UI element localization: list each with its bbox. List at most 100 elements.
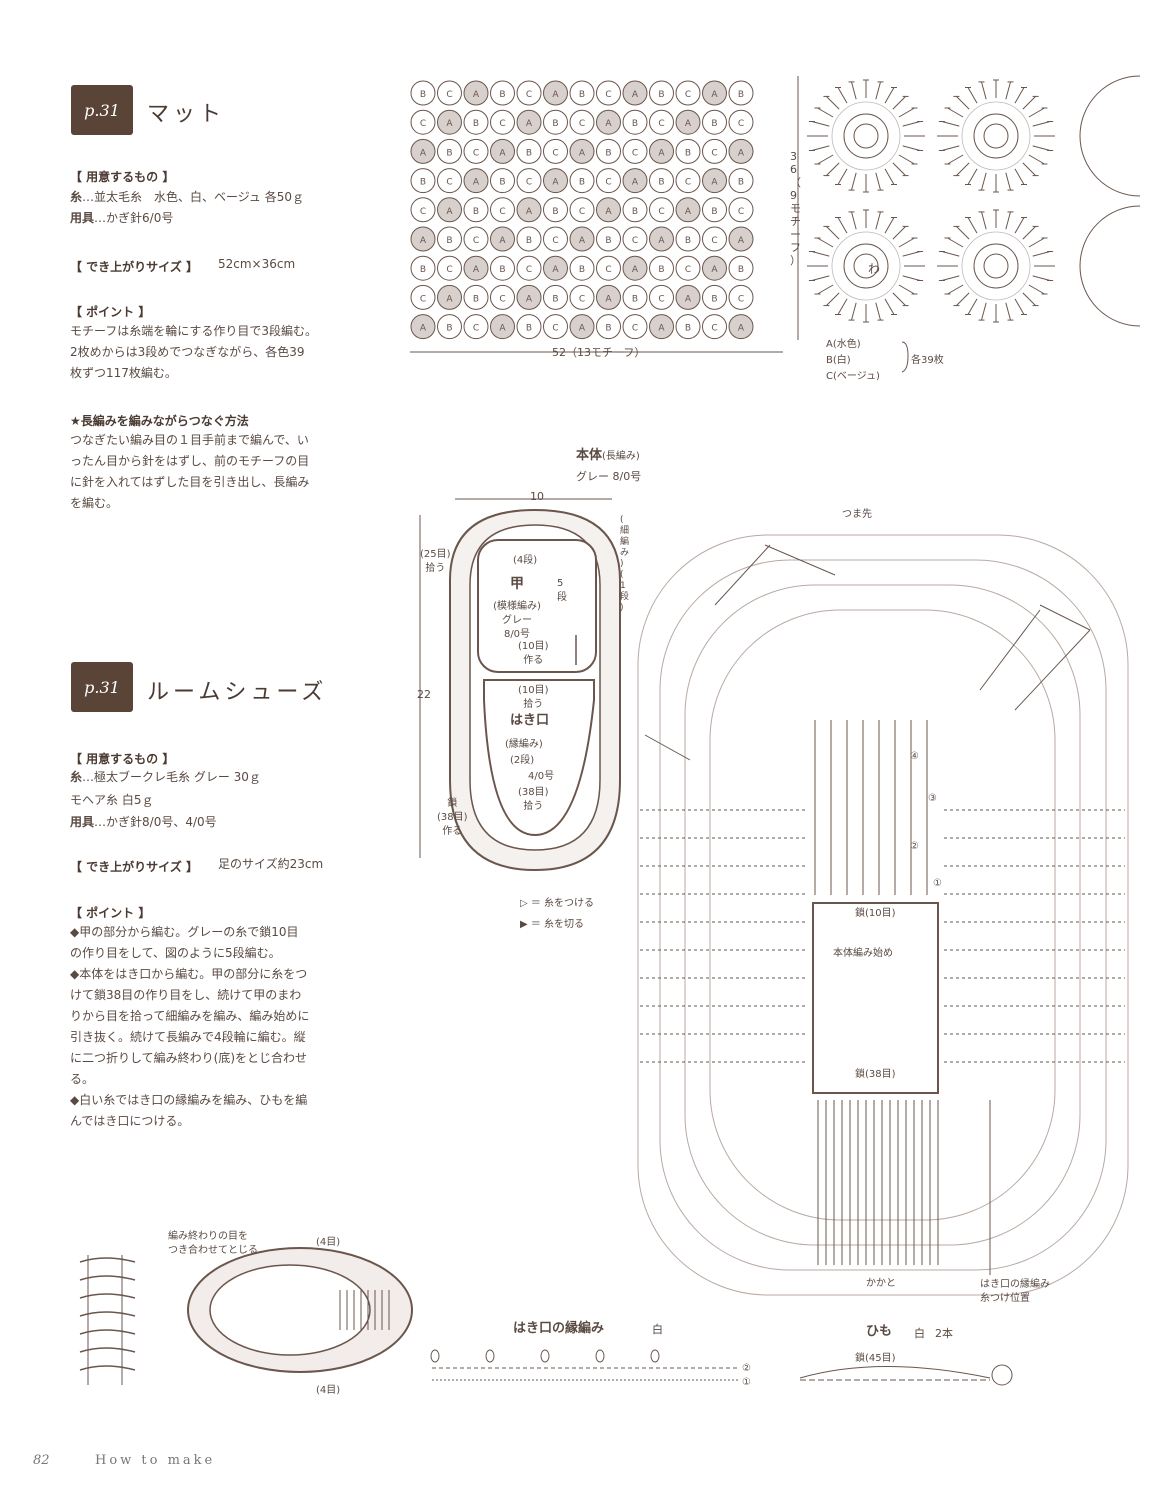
schematic-title-sub: (長編み) [602,451,640,462]
motif-cell [622,226,648,252]
mat-tool: 用具…かぎ針6/0号 [70,208,173,229]
edging-row-2: ② [742,1363,751,1374]
motif-stitch [875,81,881,100]
motif-letter: A [499,148,506,158]
motif-letter: C [499,207,505,217]
legend-c: C(ベージュ) [826,371,880,382]
motif-cell [437,284,462,310]
grid-width-label: 52（13モチーフ） [552,346,646,359]
motif-cell [437,197,462,223]
braid-stitch [79,1365,136,1371]
motif-cell [596,226,621,252]
motif-letter: A [420,148,427,158]
shoes-page-badge: p.31 [71,662,133,712]
edging-color: 白 [652,1323,663,1336]
motif-letter: A [446,294,453,304]
cord-chain: 鎖(45目) [855,1353,896,1364]
motif-letter: C [579,207,585,217]
motif-stitch [947,154,964,165]
motif-stitch [811,145,830,151]
motif-cell [702,314,727,340]
motif-letter: A [420,236,427,246]
motif-ring [973,113,1019,159]
chart-toe-line [1014,629,1091,711]
motif-letter: B [579,265,585,275]
motif-cell [463,168,489,194]
motif-cell [702,226,727,252]
motif-letter: A [446,207,453,217]
motif-letter: C [420,119,426,129]
motif-stitch [817,284,834,295]
motif-letter: C [446,178,452,188]
motif-stitch [851,302,857,321]
motif-letter: B [685,148,691,158]
cord-count: 2本 [935,1327,953,1340]
motif-stitch [1022,292,1036,306]
motif-center-label: わ [868,262,881,276]
motif-cell [543,138,568,164]
motif-stitch [1028,154,1045,165]
motif-letter: A [632,178,639,188]
motif-stitch [941,145,960,151]
mat-join-heading: ★長編みを編みながらつなぐ方法 [70,414,249,428]
motif-cell [490,197,515,223]
motif-cell [410,314,436,340]
motif-cell [702,138,727,164]
motif-outer-ring [961,231,1031,301]
mat-point-heading: 【 ポイント 】 [70,305,151,319]
motif-cell [675,226,701,252]
motif-stitch [902,275,921,281]
shoes-point-heading: 【 ポイント 】 [70,906,151,920]
motif-cell [569,314,595,340]
motif-letter: B [473,207,479,217]
motif-ring [983,253,1009,279]
motif-letter: B [579,90,585,100]
motif-letter: C [526,90,532,100]
motif-letter: C [473,148,479,158]
motif-letter: A [605,119,612,129]
motif-cell [569,138,595,164]
motif-cell [675,168,701,194]
motif-cell [728,197,754,223]
motif-cell [410,284,436,310]
motif-letter: B [552,294,558,304]
motif-cell [543,168,568,194]
mat-point: モチーフは糸端を輪にする作り目で3段編む。 2枚めからは3段めでつなぎながら、各… [70,324,318,380]
partial-motif [1079,205,1141,327]
motif-cell [410,168,436,194]
legend-bracket [901,341,909,373]
motif-stitch [837,168,848,185]
shoes-yarn-label: 糸 [70,770,83,784]
motif-letter: A [552,178,559,188]
braid-stitch [79,1347,136,1353]
motif-cell [675,314,701,340]
schematic-rows5: 5 段 [557,578,567,603]
schematic-title-yarn: グレー 8/0号 [576,470,642,483]
motif-letter: A [658,324,665,334]
legend-b: B(白) [826,355,851,366]
motif-letter: A [738,236,745,246]
motif-letter: C [446,90,452,100]
motif-stitch [1028,237,1045,248]
motif-cell [649,226,674,252]
motif-cell [596,197,621,223]
motif-cell [437,255,462,281]
motif-cell [649,255,674,281]
motif-letter: A [605,294,612,304]
motif-stitch [1032,275,1051,281]
motif-letter: A [685,119,692,129]
motif-letter: B [605,148,611,158]
motif-stitch [941,275,960,281]
motif-cell [622,314,648,340]
motif-letter: B [499,178,505,188]
motif-stitch [875,172,881,191]
finish-outer [187,1247,413,1373]
cord-arc [799,1366,991,1379]
key-cut: ▶ ＝ 糸を切る [520,919,585,930]
motif-cell [596,255,621,281]
chart-start: 本体編み始め [833,948,893,959]
shoes-size-heading: 【 でき上がりサイズ 】 [70,860,198,874]
shoes-title: ルームシューズ [147,680,328,705]
motif-cell [649,314,674,340]
motif-cell [490,314,515,340]
